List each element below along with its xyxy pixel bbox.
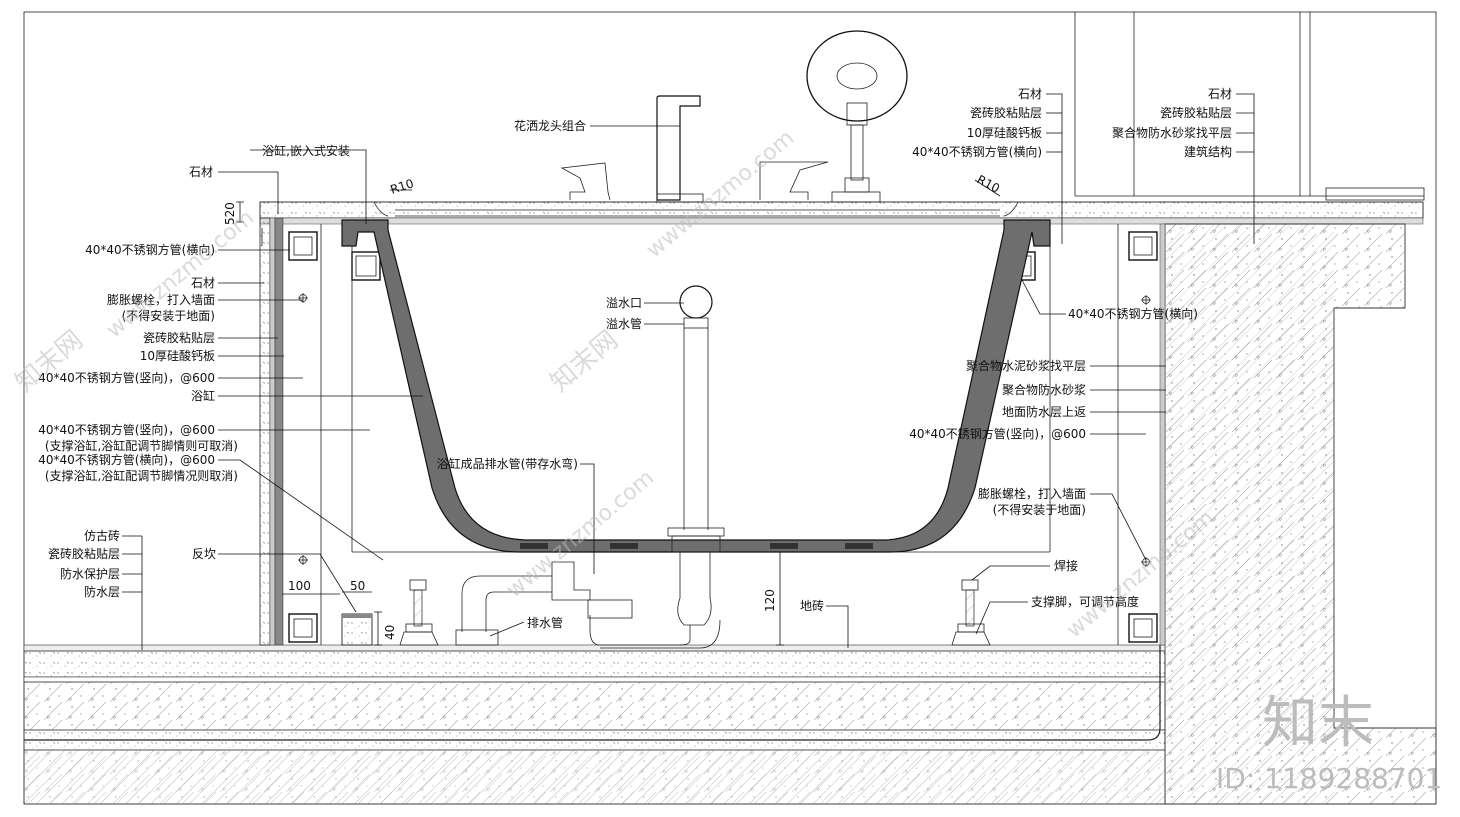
bathtub (341, 201, 1051, 553)
bolt-markers (298, 293, 1151, 567)
dim-100: 100 (288, 579, 311, 593)
label-tub-embedded: 浴缸,嵌入式安装 (262, 143, 350, 158)
label-overflow-pipe: 溢水管 (606, 316, 642, 331)
right-wall-hatch (1165, 224, 1334, 804)
label-pipe-h-support-2: (支撑浴缸,浴缸配调节脚情况则取消) (45, 468, 238, 483)
label-board-left: 10厚硅酸钙板 (140, 348, 215, 363)
label-bolt-left-1: 膨胀螺栓，打入墙面 (107, 292, 215, 307)
label-bolt-r-1: 膨胀螺栓，打入墙面 (978, 486, 1086, 501)
label-protect-layer: 防水保护层 (60, 566, 120, 581)
label-polymer-level: 聚合物水泥砂浆找平层 (966, 358, 1086, 373)
dim-r10-left: R10 (389, 176, 416, 197)
label-pipe-h-left: 40*40不锈钢方管(横向) (85, 242, 215, 257)
threshold-curb (341, 613, 373, 646)
label-pipe-v-r: 40*40不锈钢方管(竖向)，@600 (909, 426, 1086, 441)
label-pipe-h-r: 40*40不锈钢方管(横向) (912, 144, 1042, 159)
support-foot-right (951, 579, 991, 646)
cabinet (1074, 12, 1425, 201)
label-antique-tile: 仿古砖 (84, 528, 120, 543)
leaders-left (122, 125, 680, 650)
dim-40: 40 (383, 625, 397, 640)
label-pipe-h-r2: 40*40不锈钢方管(横向) (1068, 306, 1198, 321)
label-waterproof-layer: 防水层 (84, 584, 120, 599)
label-adhesive-r: 瓷砖胶粘贴层 (970, 105, 1042, 120)
label-polymer-far: 聚合物防水砂浆找平层 (1112, 125, 1232, 140)
label-bolt-r-2: (不得安装于地面) (993, 502, 1086, 517)
label-adhesive-floor: 瓷砖胶粘贴层 (48, 546, 120, 561)
floor-layers (23, 644, 1166, 805)
label-drain-assembly: 浴缸成品排水管(带存水弯) (437, 456, 578, 471)
watermark-brand: 知末 (1262, 691, 1374, 756)
label-weld: 焊接 (1054, 558, 1078, 573)
dimension-text: 520 100 50 40 120 R10 R10 (223, 172, 1002, 640)
label-board-r: 10厚硅酸钙板 (967, 125, 1042, 140)
label-polymer-waterproof: 聚合物防水砂浆 (1002, 382, 1086, 397)
dim-120: 120 (763, 589, 777, 612)
leaders-right (489, 93, 1255, 648)
dimension-lines (236, 179, 1001, 646)
dim-r10-right: R10 (975, 172, 1002, 195)
labels-left: 石材 浴缸,嵌入式安装 40*40不锈钢方管(横向) 石材 膨胀螺栓，打入墙面 … (38, 143, 350, 599)
label-stone-top: 石材 (189, 165, 213, 179)
label-drain-pipe: 排水管 (527, 615, 563, 630)
watermark-cn-2: 知末网 (545, 325, 624, 398)
labels-center: 花洒龙头组合 溢水口 溢水管 浴缸成品排水管(带存水弯) 排水管 地砖 焊接 支… (437, 118, 1139, 630)
label-stone-r: 石材 (1018, 87, 1042, 101)
label-pipe-v-support-2: (支撑浴缸,浴缸配调节脚情则可取消) (45, 438, 238, 453)
dim-520: 520 (223, 202, 237, 225)
label-pipe-v-left: 40*40不锈钢方管(竖向)，@600 (38, 370, 215, 385)
label-tub: 浴缸 (191, 388, 215, 403)
drain-trap (455, 552, 721, 649)
overflow-pipe (667, 285, 725, 553)
label-bolt-left-2: (不得安装于地面) (122, 308, 215, 323)
watermark-cn-1: 知末网 (10, 325, 89, 398)
label-adhesive-left: 瓷砖胶粘贴层 (143, 330, 215, 345)
support-foot-left (399, 579, 439, 646)
faucet-set (560, 30, 908, 203)
watermark-site-3: www.znzmo.com (502, 465, 659, 603)
watermark-id: ID: 1189288701 (1216, 762, 1442, 795)
label-faucet: 花洒龙头组合 (514, 118, 586, 133)
label-support-foot: 支撑脚，可调节高度 (1031, 594, 1139, 609)
label-stone-left: 石材 (191, 276, 215, 290)
label-floor-tile: 地砖 (800, 598, 824, 613)
label-overflow-port: 溢水口 (606, 296, 642, 310)
label-pipe-h-support-1: 40*40不锈钢方管(横向)，@600 (38, 452, 215, 467)
label-pipe-v-support-1: 40*40不锈钢方管(竖向)，@600 (38, 422, 215, 437)
label-backfold: 反坎 (192, 547, 216, 561)
dim-50: 50 (350, 579, 365, 593)
label-structure: 建筑结构 (1184, 144, 1232, 159)
label-stone-far: 石材 (1208, 87, 1232, 101)
labels-right: 石材 瓷砖胶粘贴层 10厚硅酸钙板 40*40不锈钢方管(横向) 40*40不锈… (909, 87, 1232, 517)
adhesive-deck (259, 217, 1424, 225)
label-adhesive-far: 瓷砖胶粘贴层 (1160, 105, 1232, 120)
label-floor-waterproof-up: 地面防水层上返 (1002, 404, 1086, 419)
